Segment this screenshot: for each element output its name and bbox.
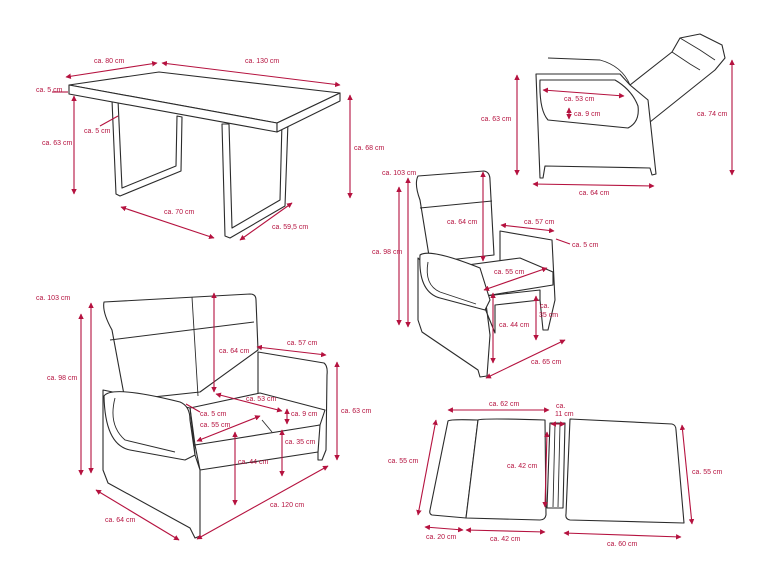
sofa-arm-height-label: ca. 63 cm bbox=[341, 408, 372, 415]
dimension-arrow bbox=[465, 527, 546, 535]
seat-cushion-unfolded: ca. 62 cm ca. 11 cm ca. 55 cm ca. 42 cm … bbox=[388, 401, 723, 548]
cushion-hinge-strip bbox=[546, 422, 566, 509]
recliner-arm-height-label: ca. 63 cm bbox=[481, 116, 512, 123]
cushion-gap-label: 11 cm bbox=[555, 411, 574, 418]
dimension-arrow bbox=[239, 202, 293, 241]
chair-back-height-label: ca. 98 cm bbox=[372, 249, 403, 256]
cushion-back-width-label: ca. 60 cm bbox=[607, 541, 638, 548]
sofa-arm-length-label: ca. 57 cm bbox=[287, 340, 318, 347]
table-leg-depth-label: ca. 59,5 cm bbox=[272, 224, 308, 231]
sofa-backrest-label: ca. 64 cm bbox=[219, 348, 250, 355]
dimension-line bbox=[185, 403, 201, 413]
dimension-arrow bbox=[215, 392, 283, 413]
table-leg-left bbox=[111, 99, 183, 197]
dimension-arrow bbox=[542, 87, 625, 99]
table-top-side bbox=[276, 92, 341, 133]
dimension-arrow bbox=[542, 431, 550, 508]
chair-backrest-label: ca. 64 cm bbox=[447, 219, 478, 226]
cushion-inner-height-label: ca. 42 cm bbox=[507, 463, 538, 470]
cushion-right-height-label: ca. 55 cm bbox=[692, 469, 723, 476]
sofa-backrest bbox=[103, 293, 259, 401]
dimension-line bbox=[555, 238, 571, 245]
cushion-left-height-label: ca. 55 cm bbox=[388, 458, 419, 465]
sofa-back-height-label: ca. 98 cm bbox=[47, 375, 78, 382]
sofa-seat-height-label: ca. 44 cm bbox=[238, 459, 269, 466]
sofa-seat-depth-label: ca. 53 cm bbox=[246, 396, 277, 403]
table-length-label: ca. 130 cm bbox=[245, 58, 279, 65]
sofa-frame-height-label: ca. 35 cm bbox=[285, 439, 316, 446]
table-width-label: ca. 80 cm bbox=[94, 58, 125, 65]
cushion-back-section bbox=[565, 418, 685, 524]
chair-arm-width-label: ca. 5 cm bbox=[572, 242, 599, 249]
sofa-total-height-label: ca. 103 cm bbox=[36, 295, 70, 302]
dimension-arrow bbox=[424, 524, 464, 533]
recliner-reclined-height-label: ca. 74 cm bbox=[697, 111, 728, 118]
sofa-seat-seam bbox=[261, 419, 273, 433]
sofa-cushion-thickness-label: ca. 9 cm bbox=[291, 411, 318, 418]
sofa-back-seams bbox=[109, 296, 255, 397]
sofa-depth-label: ca. 64 cm bbox=[105, 517, 136, 524]
cushion-hinge-lines bbox=[552, 423, 561, 508]
dimension-arrow bbox=[120, 205, 215, 240]
recliner-armrest bbox=[539, 79, 639, 129]
dimension-arrow bbox=[196, 465, 329, 540]
dimension-arrow bbox=[95, 489, 180, 541]
recliner-armrest-length-label: ca. 53 cm bbox=[564, 96, 595, 103]
dimension-arrow bbox=[679, 424, 695, 525]
table-clearance-label: ca. 63 cm bbox=[42, 140, 73, 147]
dining-table: ca. 80 cm ca. 130 cm ca. 5 cm ca. 5 cm c… bbox=[36, 58, 385, 241]
cushion-gap-prefix: ca. bbox=[556, 403, 565, 410]
dimension-arrow bbox=[483, 267, 548, 291]
chair-frame-height-label: 35 cm bbox=[539, 312, 558, 319]
dimension-arrow bbox=[500, 222, 555, 234]
dimension-arrow bbox=[532, 181, 655, 189]
table-leg-spacing-label: ca. 70 cm bbox=[164, 209, 195, 216]
recliner-depth-label: ca. 64 cm bbox=[579, 190, 610, 197]
dimension-line bbox=[99, 115, 119, 127]
table-height-label: ca. 68 cm bbox=[354, 145, 385, 152]
sofa-arm-opening bbox=[112, 397, 176, 453]
recliner-side-view: ca. 53 cm ca. 9 cm ca. 63 cm ca. 74 cm c… bbox=[481, 33, 735, 197]
dimension-arrow bbox=[485, 339, 566, 379]
recliner-armrest-height-label: ca. 9 cm bbox=[574, 111, 601, 118]
chair-seat-width-label: ca. 55 cm bbox=[494, 269, 525, 276]
sofa-arm-width-label: ca. 5 cm bbox=[200, 411, 227, 418]
sofa-left-arm bbox=[103, 391, 196, 461]
sofa-width-label: ca. 120 cm bbox=[270, 502, 304, 509]
cushion-seat-length-label: ca. 62 cm bbox=[489, 401, 520, 408]
recliner-arm-back bbox=[547, 57, 631, 86]
chair-backrest bbox=[415, 170, 495, 263]
dimension-arrow bbox=[563, 530, 682, 540]
dimension-arrow bbox=[256, 344, 327, 358]
table-top-thickness-label: ca. 5 cm bbox=[36, 87, 63, 94]
armchair: ca. 103 cm ca. 98 cm ca. 64 cm ca. 57 cm… bbox=[372, 170, 599, 379]
chair-frame-height-prefix: ca. bbox=[540, 303, 549, 310]
sofa-seat-width-label: ca. 55 cm bbox=[200, 422, 231, 429]
chair-width-label: ca. 65 cm bbox=[531, 359, 562, 366]
chair-arm-length-label: ca. 57 cm bbox=[524, 219, 555, 226]
dimension-arrow bbox=[416, 419, 438, 516]
dimension-arrow bbox=[196, 415, 261, 442]
two-seat-sofa: ca. 103 cm ca. 98 cm ca. 64 cm ca. 57 cm… bbox=[36, 292, 372, 541]
chair-seat-height-label: ca. 44 cm bbox=[499, 322, 530, 329]
chair-total-height-label: ca. 103 cm bbox=[382, 170, 416, 177]
recliner-headrest-line bbox=[671, 37, 716, 71]
cushion-fold-width-label: ca. 20 cm bbox=[426, 534, 457, 541]
chair-back-seam bbox=[419, 200, 493, 209]
dimension-arrow bbox=[65, 61, 158, 79]
chair-arm-opening bbox=[426, 261, 477, 305]
cushion-seat-width-label: ca. 42 cm bbox=[490, 536, 521, 543]
cushion-seat-section bbox=[465, 418, 547, 521]
table-leg-right bbox=[221, 121, 289, 239]
table-leg-thickness-label: ca. 5 cm bbox=[84, 128, 111, 135]
dimension-arrow bbox=[161, 60, 341, 88]
chair-left-arm bbox=[419, 252, 491, 311]
